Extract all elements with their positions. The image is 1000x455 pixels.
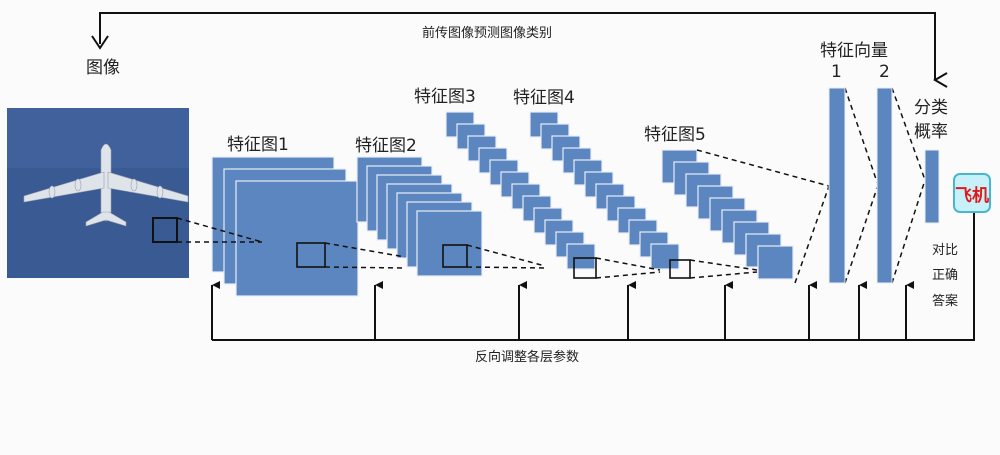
- compare-label-line2: 正确: [932, 268, 959, 283]
- fc-layers: [828, 87, 940, 284]
- feature-map-5-stack: [661, 149, 794, 280]
- feature-map-slice: [566, 243, 596, 270]
- answer-text: 飞机: [955, 185, 989, 206]
- forward-arrow: [91, 12, 948, 88]
- feature-map-slice: [650, 243, 680, 270]
- feature-map-slice: [416, 210, 483, 277]
- feature-map-4-stack: [529, 111, 680, 270]
- output-bar: [924, 149, 940, 224]
- dashed-connections: [176, 87, 926, 284]
- compare-label-line3: 答案: [932, 294, 959, 309]
- feature-map-1-label: 特征图1: [227, 135, 289, 155]
- input-image: [7, 108, 189, 278]
- fc-number-2: 2: [879, 62, 890, 82]
- forward-label: 前传图像预测图像类别: [422, 26, 553, 41]
- feature-map-2-label: 特征图2: [355, 136, 417, 156]
- fc-bar-2: [876, 87, 893, 284]
- fc-number-1: 1: [831, 62, 842, 82]
- answer-box: 飞机: [953, 173, 991, 213]
- compare-label-line1: 对比: [932, 243, 959, 258]
- feature-map-1-stack: [211, 156, 359, 297]
- feature-map-slice: [235, 180, 359, 297]
- feature-map-2-stack: [356, 156, 483, 277]
- feature-map-3-stack: [445, 111, 596, 270]
- airplane-icon: [23, 143, 189, 227]
- backward-arrows: [211, 200, 975, 341]
- feature-map-4-label: 特征图4: [513, 88, 575, 108]
- fc-bar-1: [828, 87, 846, 284]
- receptive-field-boxes: [296, 242, 691, 279]
- input-image-label: 图像: [86, 58, 120, 78]
- class-prob-label-line1: 分类: [914, 98, 948, 118]
- feature-map-3-label: 特征图3: [414, 87, 476, 107]
- fc-label: 特征向量: [820, 41, 888, 61]
- feature-map-5-label: 特征图5: [644, 125, 706, 145]
- class-prob-label-line2: 概率: [914, 122, 948, 142]
- feature-map-slice: [757, 245, 794, 280]
- backward-label: 反向调整各层参数: [475, 350, 580, 365]
